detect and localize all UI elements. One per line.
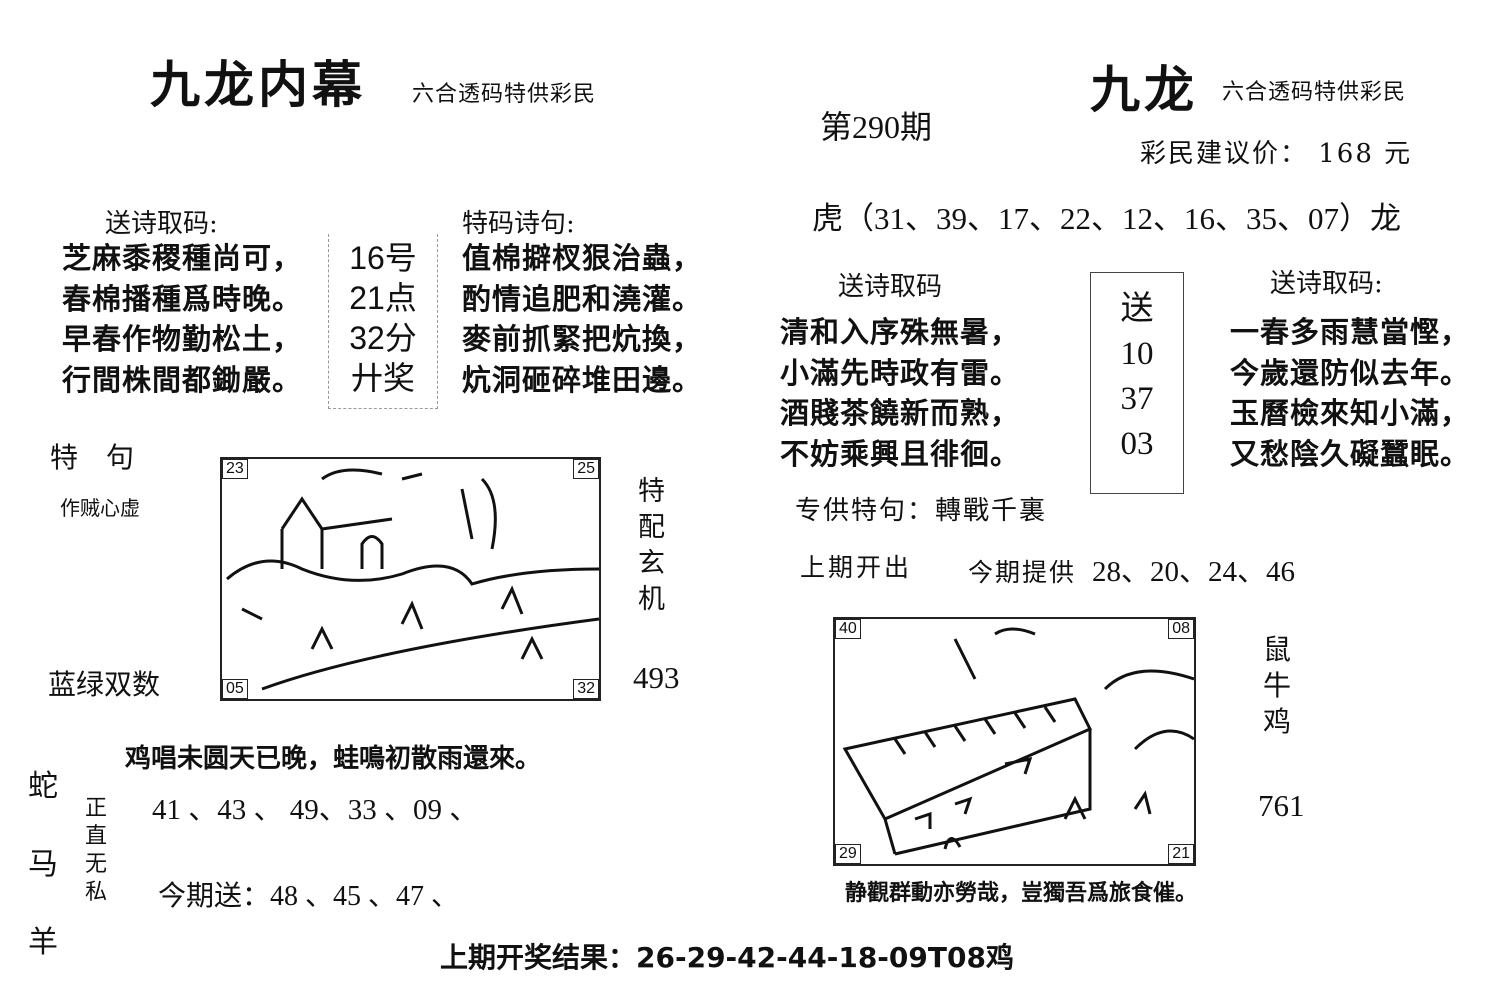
poem-line: 小滿先時政有雷。 (780, 355, 1021, 390)
right-code-box: 送 10 37 03 (1090, 272, 1184, 494)
left-poem2: 值棉擗杈狠治蟲， 酌情追肥和澆灌。 麥前抓緊把炕換， 炕洞砸碎堆田邊。 (462, 238, 702, 400)
corner-number: 21 (1168, 844, 1194, 864)
poem-line: 不妨乘興且徘徊。 (780, 436, 1021, 471)
special-label: 特 句 (50, 441, 135, 474)
left-poem: 芝麻黍稷種尚可， 春棉播種爲時晚。 早春作物勤松土， 行間株間都鋤嚴。 (62, 238, 302, 400)
left-title: 九龙内幕 (150, 55, 366, 114)
vertical-char: 直 (85, 824, 108, 849)
corner-number: 05 (222, 679, 248, 699)
code-item: 送 (1120, 291, 1154, 327)
price: 彩民建议价： 168 元 (1140, 139, 1413, 169)
left-poem-heading: 送诗取码: (105, 209, 218, 239)
right-caption: 静觀群動亦勞哉，豈獨吾爲旅食催。 (845, 880, 1198, 906)
send-numbers-row: 今期送：48 、45 、47 、 (158, 874, 459, 914)
vertical-char: 蛇 (28, 769, 58, 804)
corner-number: 08 (1168, 619, 1194, 639)
right-poem2: 一春多雨慧當慳， 今歲還防似去年。 玉曆檢來知小滿， 又愁陰久礙蠶眠。 (1230, 312, 1470, 474)
zodiac-vertical: 蛇 马 羊 (28, 748, 58, 982)
corner-number: 25 (573, 459, 599, 479)
corner-number: 29 (835, 844, 861, 864)
recommended-numbers: 41 、43 、 49、33 、09 、 (152, 794, 479, 826)
vertical-char: 玄 (638, 548, 665, 579)
corner-number: 23 (222, 459, 248, 479)
vertical-char: 无 (85, 852, 108, 877)
right-special: 专供特句：轉戰千裏 (795, 496, 1048, 526)
poem-line: 值棉擗杈狠治蟲， (462, 241, 703, 275)
motto-vertical: 正 直 无 私 (85, 795, 107, 907)
issue-number: 第290期 (820, 109, 933, 145)
code-item: 廾奖 (350, 360, 415, 396)
left-side-number: 493 (633, 660, 680, 695)
last-label: 上期开出 (800, 553, 913, 582)
poem-line: 春棉播種爲時晚。 (62, 281, 303, 316)
poem-line: 早春作物勤松土， (62, 322, 303, 356)
poem-line: 酒賤茶饒新而熟， (780, 396, 1021, 430)
poem-line: 麥前抓緊把炕換， (462, 322, 703, 356)
vertical-char: 马 (28, 847, 58, 882)
vertical-char: 鼠 (1263, 633, 1292, 666)
barn-sketch (842, 627, 1195, 856)
right-poem: 清和入序殊無暑， 小滿先時政有雷。 酒賤茶饒新而熟， 不妨乘興且徘徊。 (780, 312, 1020, 474)
provide-numbers: 28、20、24、46 (1091, 556, 1295, 588)
vertical-char: 牛 (1263, 669, 1292, 702)
poem-line: 今歲還防似去年。 (1230, 355, 1471, 390)
verse: 鸡唱未圆天已晚，蛙鳴初散雨還來。 (125, 744, 542, 774)
poem-line: 一春多雨慧當慳， (1230, 315, 1471, 349)
code-item: 03 (1120, 426, 1154, 462)
right-side-vertical: 鼠 牛 鸡 (1263, 632, 1291, 740)
poem-line: 玉曆檢來知小滿， (1230, 396, 1471, 430)
color-hint: 蓝绿双数 (48, 669, 161, 700)
code-item: 21点 (349, 280, 417, 316)
vertical-char: 羊 (28, 925, 58, 960)
left-sketch-image: 23 25 05 32 (220, 457, 601, 701)
send-numbers: 48 、45 、47 、 (270, 881, 460, 912)
tiger-dragon-numbers: 虎（31、39、17、22、12、16、35、07）龙 (812, 201, 1401, 236)
right-title: 九龙 (1090, 60, 1198, 119)
vertical-char: 私 (85, 880, 108, 905)
right-side-number: 761 (1258, 788, 1305, 823)
code-item: 16号 (349, 240, 417, 276)
last-draw-result: 上期开奖结果：26-29-42-44-18-09T08鸡 (440, 941, 1014, 974)
corner-number: 32 (573, 679, 599, 699)
code-item: 32分 (349, 320, 417, 356)
poem-line: 酌情追肥和澆灌。 (462, 281, 703, 316)
right-poem-heading: 送诗取码 (838, 272, 943, 302)
right-subtitle: 六合透码特供彩民 (1222, 80, 1407, 105)
corner-number: 40 (835, 619, 861, 639)
house-hills-sketch (226, 468, 600, 691)
vertical-char: 机 (638, 584, 665, 615)
poem-line: 芝麻黍稷種尚可， (62, 241, 303, 275)
right-sketch-image: 40 08 29 21 (833, 617, 1196, 866)
left-code-box: 16号 21点 32分 廾奖 (328, 234, 438, 409)
special-text: 作贼心虚 (60, 496, 140, 520)
poem-line: 炕洞砸碎堆田邊。 (462, 362, 703, 397)
poem-line: 又愁陰久礙蠶眠。 (1230, 436, 1471, 471)
send-label: 今期送： (158, 879, 271, 912)
provide-label: 今期提供 (968, 558, 1077, 587)
code-item: 10 (1120, 336, 1154, 372)
vertical-char: 配 (638, 512, 665, 543)
code-item: 37 (1120, 381, 1154, 417)
vertical-char: 鸡 (1263, 705, 1292, 738)
right-poem2-heading: 送诗取码: (1270, 269, 1383, 299)
vertical-char: 正 (85, 796, 108, 821)
left-subtitle: 六合透码特供彩民 (412, 82, 597, 107)
left-side-vertical: 特 配 玄 机 (638, 474, 665, 618)
poem-line: 清和入序殊無暑， (780, 315, 1021, 349)
poem-line: 行間株間都鋤嚴。 (62, 362, 303, 397)
vertical-char: 特 (638, 476, 665, 507)
provide-row: 今期提供 28、20、24、46 (968, 548, 1295, 590)
left-poem2-heading: 特码诗句: (462, 209, 575, 239)
